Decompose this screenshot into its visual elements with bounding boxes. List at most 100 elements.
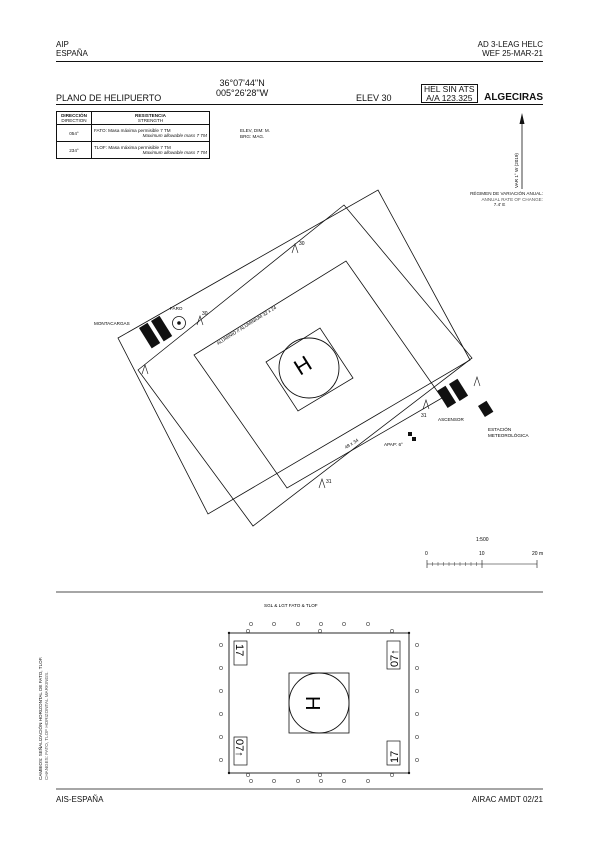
corner-light (407, 631, 411, 635)
slope-label: 30 (202, 311, 208, 317)
scale-bar: 1:500 0 10 20 m (425, 537, 543, 568)
designator-tr: 07↑ (389, 649, 401, 667)
meteo-station-block (478, 400, 494, 418)
perimeter-light (219, 666, 223, 670)
meteorologica-label: METEOROLÓGICA (488, 432, 530, 438)
footer-left: AIS-ESPAÑA (56, 795, 104, 804)
perimeter-light (390, 773, 394, 777)
corner-light (227, 631, 231, 635)
marking-title: SGL & LGT FATO & TLOF (264, 603, 318, 608)
approach-marker (196, 315, 204, 326)
perimeter-light (246, 773, 250, 777)
approach-marker (291, 243, 299, 254)
scale-tick-10: 10 (479, 551, 485, 557)
touchdown-circle (278, 337, 340, 399)
perimeter-light (415, 666, 419, 670)
coordinates: 36°07'44''N 005°26'28''W (216, 78, 268, 98)
side-changes-note: CAMBIOS: SEÑALIZACIÓN HORIZONTAL DE FATO… (38, 657, 49, 780)
variation-arrow-label: VAR 1° W (2019) (514, 153, 519, 188)
variation-en: ANNUAL RATE OF CHANGE: (481, 196, 543, 202)
variation-value: 7.4' E (493, 202, 506, 207)
variation-arrow: VAR 1° W (2019) (514, 113, 525, 189)
surface-label: ALUMINIO // ALUMINIUM 32 x 24 (216, 305, 278, 346)
hel-service: HEL SIN ATS (424, 84, 475, 94)
variation-es: RÉGIMEN DE VARIACIÓN ANUAL: (470, 191, 543, 196)
perimeter-light (246, 629, 250, 633)
elevation: ELEV 30 (356, 93, 392, 103)
apap-label: APAP: 6° (384, 442, 403, 447)
table-strength: TLOF: Masa máxima permisible 7 TM Maximu… (91, 141, 210, 159)
perimeter-light (415, 758, 419, 762)
perimeter-light (272, 779, 276, 783)
plan-label: PLANO DE HELIPUERTO (56, 93, 162, 103)
table-row: 234° TLOF: Masa máxima permisible 7 TM M… (56, 141, 210, 159)
perimeter-light (415, 689, 419, 693)
perimeter-light (390, 629, 394, 633)
corner-light (227, 771, 231, 775)
montacargas-label: MONTACARGAS (94, 321, 130, 326)
perimeter-light (318, 629, 322, 633)
header-rule (56, 61, 543, 62)
perimeter-light (342, 779, 346, 783)
perimeter-light (319, 779, 323, 783)
designator-bl: 07↑ (233, 739, 245, 757)
apap-light (408, 432, 412, 436)
units-bearing: BRG: MAG. (240, 133, 265, 139)
variation-note: RÉGIMEN DE VARIACIÓN ANUAL: ANNUAL RATE … (470, 191, 543, 208)
latitude: 36°07'44''N (219, 78, 265, 88)
montacargas-block (139, 322, 161, 349)
scale-ratio: 1:500 (476, 537, 489, 543)
header-aip: AIP (56, 40, 69, 49)
perimeter-light (219, 689, 223, 693)
scale-tick-20: 20 m (532, 551, 543, 557)
apap-light (412, 437, 416, 441)
designator-box (386, 740, 401, 766)
corner-marker (141, 364, 149, 375)
perimeter-light (219, 643, 223, 647)
dimension-label: 48 x 34 (344, 437, 360, 449)
perimeter-light (415, 643, 419, 647)
fato-marking-outline (228, 632, 410, 774)
perimeter-light (219, 712, 223, 716)
perimeter-light (366, 622, 370, 626)
perimeter-light (249, 622, 253, 626)
designator-box (386, 640, 401, 670)
estacion-label: ESTACIÓN (488, 426, 511, 432)
table-strength: FATO: Masa máxima permisible 7 TM Maximu… (91, 124, 210, 142)
header-right: AD 3-LEAG HELC WEF 25-MAR-21 (478, 40, 543, 58)
perimeter-light (296, 779, 300, 783)
perimeter-light (219, 758, 223, 762)
montacargas-block (151, 315, 173, 342)
hel-frequency: A/A 123.325 (426, 92, 473, 103)
perimeter-light (319, 622, 323, 626)
side-note-es: CAMBIOS: SEÑALIZACIÓN HORIZONTAL DE FATO… (38, 656, 43, 780)
location-name: ALGECIRAS (484, 92, 543, 103)
faro-circle (172, 316, 186, 330)
header-country: ESPAÑA (56, 49, 88, 58)
approach-marker (422, 399, 430, 410)
designator-br: 17 (389, 751, 401, 763)
perimeter-light (249, 779, 253, 783)
side-note-en: CHANGES: FATO, TLOF HORIZONTAL MARKINGS. (43, 671, 49, 780)
frequency-box: HEL SIN ATS A/A 123.325 (421, 84, 478, 103)
ascensor-block (437, 385, 457, 408)
slope-label: 31 (421, 413, 427, 419)
header-left: AIP ESPAÑA (56, 40, 88, 58)
table-row: 054° FATO: Masa máxima permisible 7 TM M… (56, 124, 210, 142)
faro-dot (177, 321, 181, 325)
footer-right: AIRAC AMDT 02/21 (472, 795, 543, 804)
perimeter-light (272, 622, 276, 626)
perimeter-light (296, 622, 300, 626)
slope-label: 30 (299, 241, 305, 247)
ascensor-block (449, 378, 469, 401)
perimeter-light (318, 773, 322, 777)
approach-marker (318, 478, 326, 489)
marking-h: H (301, 696, 323, 710)
faro-label: FARO (170, 306, 183, 311)
title-rule (56, 104, 543, 105)
corner-light (407, 771, 411, 775)
outer-safety-area (137, 204, 473, 527)
